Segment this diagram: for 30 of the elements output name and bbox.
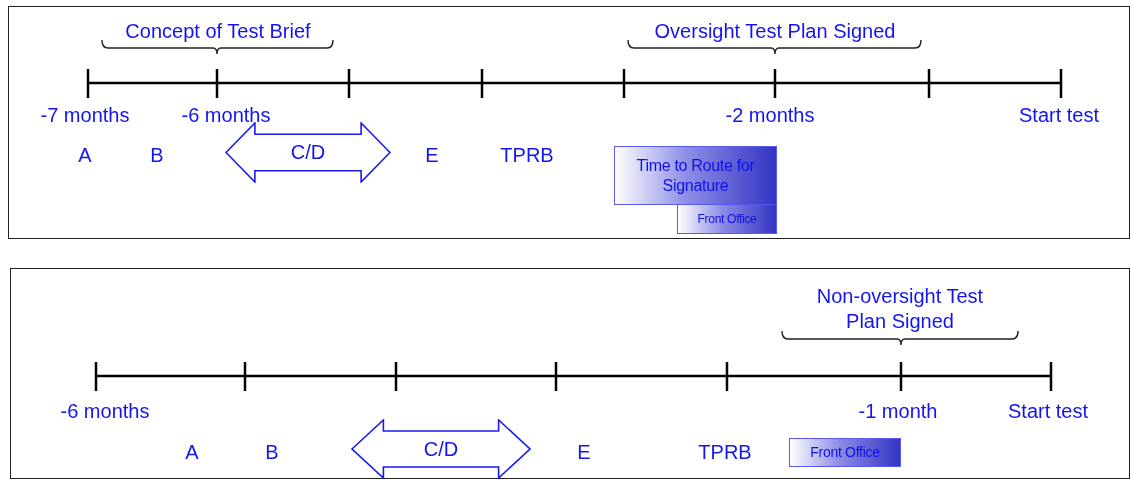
timeline-label: A bbox=[185, 440, 199, 465]
timeline-label: B bbox=[150, 143, 164, 168]
timeline-label: Start test bbox=[1019, 103, 1099, 128]
timeline-label: Oversight Test Plan Signed bbox=[654, 19, 896, 44]
timeline-label: -1 month bbox=[858, 399, 938, 424]
timeline-label: Concept of Test Brief bbox=[125, 19, 311, 44]
timeline-label: TPRB bbox=[500, 143, 554, 168]
box-text: Front Office bbox=[810, 444, 880, 461]
box-text: Time to Route for Signature bbox=[635, 156, 756, 195]
timeline-label: -7 months bbox=[40, 103, 130, 128]
box-text: Front Office bbox=[697, 211, 757, 227]
arrow-text: C/D bbox=[290, 141, 326, 164]
timeline-label: B bbox=[265, 440, 279, 465]
panel-frame bbox=[8, 6, 1130, 239]
timeline-label: TPRB bbox=[698, 440, 752, 465]
timeline-label: -6 months bbox=[181, 103, 271, 128]
timeline-label: Start test bbox=[1008, 399, 1088, 424]
double-arrow bbox=[225, 122, 391, 183]
arrow-text: C/D bbox=[423, 437, 459, 461]
timeline-label: Non-oversight Test Plan Signed bbox=[815, 284, 985, 334]
timeline-label: -6 months bbox=[60, 399, 150, 424]
timeline-label: -2 months bbox=[725, 103, 815, 128]
gradient-box bbox=[614, 146, 777, 205]
timeline-label: E bbox=[425, 143, 439, 168]
panel-frame bbox=[10, 268, 1130, 479]
timeline-label: E bbox=[577, 440, 591, 465]
double-arrow bbox=[351, 419, 531, 479]
gradient-box bbox=[677, 204, 777, 234]
gradient-box bbox=[789, 438, 901, 467]
timeline-label: A bbox=[78, 143, 92, 168]
